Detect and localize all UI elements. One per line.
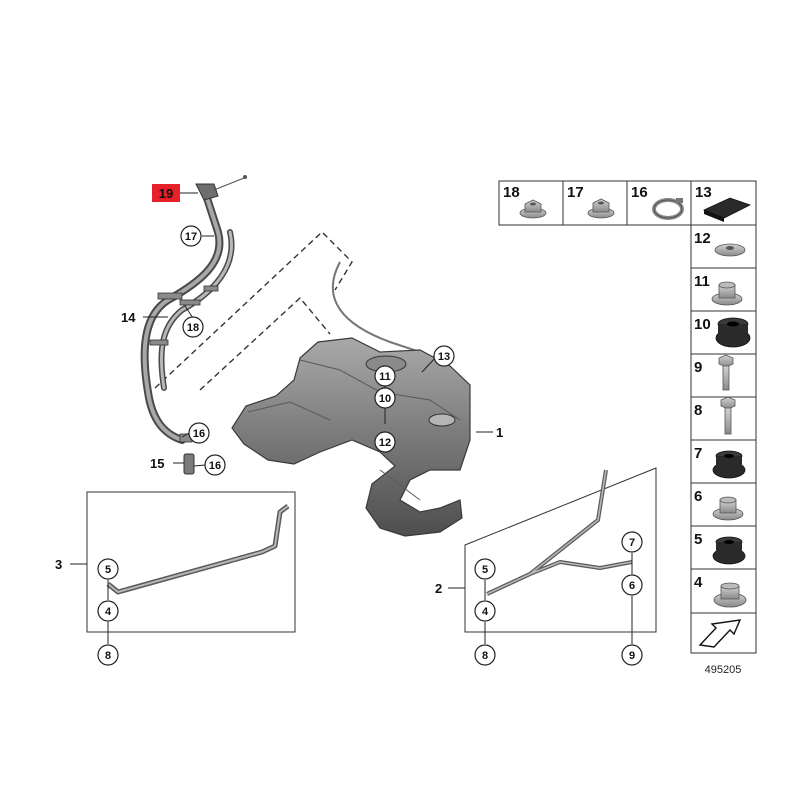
callout-6[interactable]: 6: [621, 574, 643, 596]
svg-text:9: 9: [629, 650, 635, 662]
short-hose: [183, 453, 195, 475]
strap-2: [486, 469, 633, 596]
vent-line: [331, 261, 421, 353]
strap-3: [106, 504, 290, 595]
grid-cell-9[interactable]: 9: [694, 354, 734, 391]
svg-text:4: 4: [105, 606, 112, 618]
callout-4-right[interactable]: 4: [474, 600, 496, 622]
strap-3-frame: [86, 491, 296, 633]
svg-text:13: 13: [438, 351, 450, 363]
callout-8-right[interactable]: 8: [474, 644, 496, 666]
callout-2[interactable]: 2: [435, 581, 442, 596]
callout-14[interactable]: 14: [121, 310, 136, 325]
bolt-icon: [718, 354, 734, 391]
callout-1[interactable]: 1: [496, 425, 503, 440]
grid-cell-12[interactable]: 12: [694, 230, 746, 257]
svg-text:17: 17: [185, 231, 197, 243]
bushing-icon: [711, 281, 743, 306]
leader-lines: [70, 192, 633, 644]
grid-cell-11[interactable]: 11: [694, 273, 743, 306]
svg-text:16: 16: [193, 428, 205, 440]
nut-flange-icon: [587, 198, 615, 219]
svg-text:5: 5: [694, 531, 702, 548]
grid-cell-4[interactable]: 4: [694, 574, 747, 608]
svg-text:6: 6: [694, 488, 702, 505]
callout-16-top[interactable]: 16: [188, 422, 210, 444]
rubber-grommet-icon: [712, 536, 746, 565]
filler-cap: [195, 175, 247, 201]
svg-text:8: 8: [694, 402, 702, 419]
figure-number: 495205: [705, 664, 742, 676]
callout-8-left[interactable]: 8: [97, 644, 119, 666]
callout-15[interactable]: 15: [150, 456, 164, 471]
rubber-grommet-icon: [715, 317, 751, 348]
svg-text:9: 9: [694, 359, 702, 376]
svg-text:16: 16: [209, 460, 221, 472]
svg-text:5: 5: [105, 564, 111, 576]
svg-text:13: 13: [695, 184, 712, 201]
bushing-icon: [713, 582, 747, 608]
callout-9[interactable]: 9: [621, 644, 643, 666]
svg-text:7: 7: [694, 445, 702, 462]
callout-12[interactable]: 12: [374, 431, 396, 453]
callout-3[interactable]: 3: [55, 557, 62, 572]
callout-10[interactable]: 10: [374, 387, 396, 409]
svg-text:11: 11: [379, 371, 391, 383]
filler-neck-pipe: [140, 188, 235, 444]
bushing-icon: [712, 496, 744, 521]
parts-grid-column: 12 11 10 9: [690, 224, 757, 614]
callout-19[interactable]: 19: [152, 184, 180, 202]
grid-cell-16[interactable]: 16: [631, 184, 684, 220]
callout-11[interactable]: 11: [374, 365, 396, 387]
callout-7[interactable]: 7: [621, 531, 643, 553]
grid-cell-6[interactable]: 6: [694, 488, 744, 521]
svg-text:11: 11: [694, 273, 710, 290]
callout-17[interactable]: 17: [180, 225, 202, 247]
svg-text:7: 7: [629, 537, 635, 549]
svg-text:4: 4: [694, 574, 703, 591]
grid-cell-18[interactable]: 18: [503, 184, 547, 219]
svg-text:10: 10: [694, 316, 711, 333]
parts-grid-top-row: 18 17 16 13: [498, 180, 757, 226]
svg-text:17: 17: [567, 184, 584, 201]
svg-text:4: 4: [482, 606, 489, 618]
pad-icon: [702, 197, 752, 222]
grid-cell-8[interactable]: 8: [694, 396, 736, 435]
svg-text:8: 8: [105, 650, 111, 662]
nut-flange-icon: [519, 199, 547, 219]
grid-cell-5[interactable]: 5: [694, 531, 746, 565]
callout-16-bottom[interactable]: 16: [204, 454, 226, 476]
strap-2-frame: [464, 467, 657, 633]
svg-text:16: 16: [631, 184, 648, 201]
hose-clamp-icon: [652, 198, 684, 220]
highlight-box: [152, 184, 180, 202]
dashed-outline: [154, 231, 353, 391]
grid-cell-17[interactable]: 17: [567, 184, 615, 219]
callout-4-left[interactable]: 4: [97, 600, 119, 622]
svg-text:12: 12: [694, 230, 711, 247]
washer-icon: [714, 243, 746, 257]
svg-text:19: 19: [159, 186, 173, 201]
callout-13[interactable]: 13: [433, 345, 455, 367]
callout-5-left[interactable]: 5: [97, 558, 119, 580]
svg-text:8: 8: [482, 650, 488, 662]
bolt-icon: [720, 396, 736, 435]
direction-arrow-box: [690, 612, 757, 654]
arrow-icon: [698, 619, 742, 648]
grid-cell-10[interactable]: 10: [694, 316, 751, 348]
fuel-tank: [231, 337, 471, 537]
grid-cell-13[interactable]: 13: [695, 184, 752, 222]
svg-text:12: 12: [379, 437, 391, 449]
svg-text:10: 10: [379, 393, 391, 405]
svg-text:18: 18: [503, 184, 520, 201]
svg-text:5: 5: [482, 564, 488, 576]
svg-text:18: 18: [187, 322, 199, 334]
callout-5-right[interactable]: 5: [474, 558, 496, 580]
rubber-grommet-icon: [712, 450, 746, 479]
grid-cell-7[interactable]: 7: [694, 445, 746, 479]
svg-text:6: 6: [629, 580, 635, 592]
callout-18[interactable]: 18: [182, 316, 204, 338]
